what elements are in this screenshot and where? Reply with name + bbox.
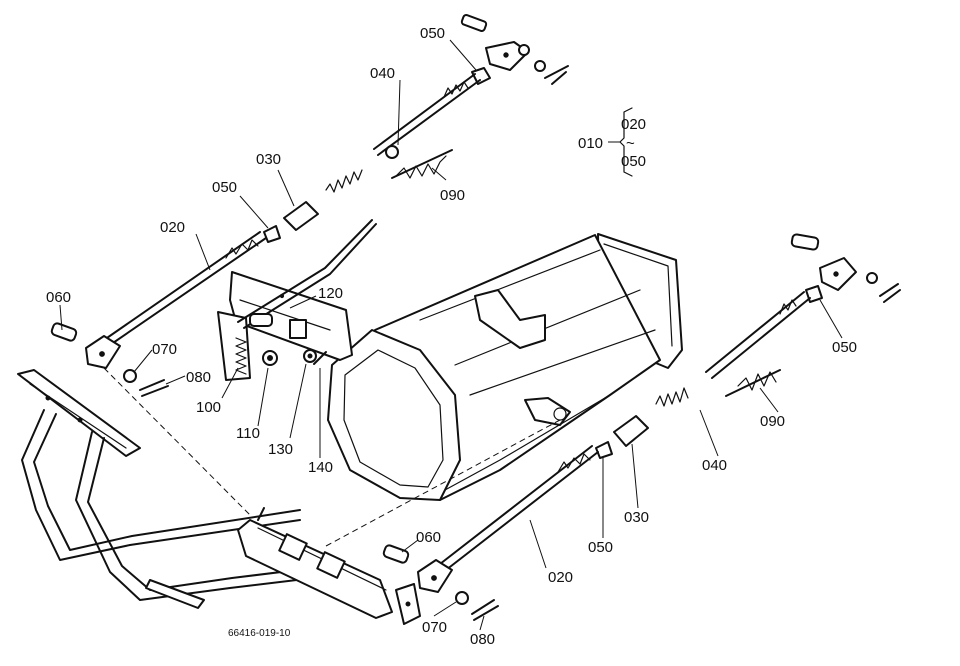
callout-030-top: 030 — [256, 151, 281, 168]
callout-120: 120 — [318, 285, 343, 302]
callout-080-bottom: 080 — [470, 631, 495, 648]
callout-020-bracket: 020 — [621, 116, 646, 133]
callout-110: 110 — [236, 425, 260, 442]
transmission-housing — [327, 233, 683, 501]
step-frame — [17, 369, 421, 625]
leader-lines — [59, 39, 843, 631]
callout-040-top: 040 — [370, 65, 395, 82]
callout-060-bottom: 060 — [416, 529, 441, 546]
callout-070-left: 070 — [152, 341, 177, 358]
top-rod-assembly — [50, 14, 569, 397]
callout-130: 130 — [268, 441, 293, 458]
callout-100: 100 — [196, 399, 221, 416]
callout-labels: 050 040 030 050 020 060 070 080 120 100 … — [46, 25, 857, 648]
callout-080-left: 080 — [186, 369, 211, 386]
callout-060-left: 060 — [46, 289, 71, 306]
callout-040-right: 040 — [702, 457, 727, 474]
callout-050-bracket: 050 — [621, 153, 646, 170]
callout-020-left: 020 — [160, 219, 185, 236]
callout-020-mid: 020 — [548, 569, 573, 586]
callout-050-left: 050 — [212, 179, 237, 196]
right-rod-assembly — [382, 233, 901, 621]
lever-bracket — [217, 219, 377, 381]
callout-030-right: 030 — [624, 509, 649, 526]
callout-050-mid: 050 — [588, 539, 613, 556]
callout-090-top: 090 — [440, 187, 465, 204]
callout-140: 140 — [308, 459, 333, 476]
assembly-guide-lines — [103, 367, 561, 547]
callout-050-top: 050 — [420, 25, 445, 42]
figure-code: 66416-019-10 — [228, 628, 291, 639]
callout-010: 010 — [578, 135, 603, 152]
part-range-bracket — [608, 107, 633, 177]
callout-090-right: 090 — [760, 413, 785, 430]
callout-070-bottom: 070 — [422, 619, 447, 636]
bracket-tilde: ~ — [626, 135, 635, 152]
callout-050-right: 050 — [832, 339, 857, 356]
